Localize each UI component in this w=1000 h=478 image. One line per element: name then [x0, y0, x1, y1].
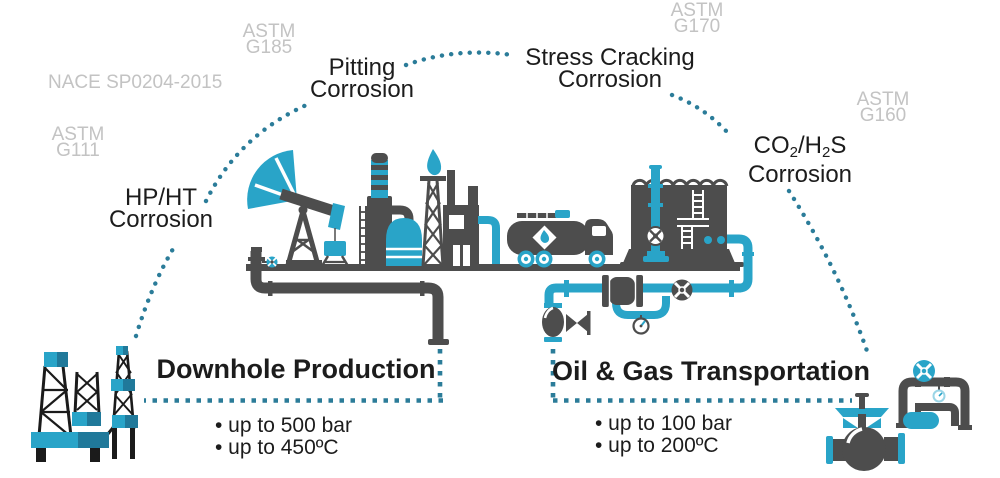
label-pitting-corrosion: Pitting Corrosion — [309, 54, 415, 103]
gate-valve-icon — [826, 393, 905, 471]
control-valve-icon — [542, 303, 591, 342]
pressure-gauge-icon — [632, 315, 650, 335]
corrosion-line: Corrosion — [309, 76, 415, 103]
pipeline-icon — [542, 234, 754, 342]
corrosion-line: Corrosion — [747, 161, 853, 188]
spec-bullet: • up to 450ºC — [215, 435, 339, 459]
standard-line: G170 — [673, 15, 721, 37]
tanker-truck-icon — [507, 210, 613, 268]
standard-astm-g185: ASTM G185 — [242, 21, 296, 58]
label-co2-h2s-corrosion: CO2/H2S Corrosion — [747, 132, 853, 188]
section-title-oil-gas-transportation: Oil & Gas Transportation — [551, 356, 871, 386]
teal-handwheel-icon — [913, 360, 935, 382]
standard-line: ASTM — [670, 0, 724, 21]
corrosion-line: Pitting — [328, 54, 396, 81]
inline-separator-icon — [602, 275, 643, 307]
dotted-arc-lines — [133, 50, 870, 403]
standard-nace-sp0204: NACE SP0204-2015 — [48, 72, 223, 93]
truck-wheels-icon — [517, 250, 606, 268]
valve-wheel-icon — [671, 279, 693, 301]
standard-line: ASTM — [242, 21, 296, 42]
teal-tank-icon — [903, 412, 939, 429]
spec-bullet: • up to 200ºC — [595, 433, 719, 457]
standard-line: ASTM — [856, 89, 910, 110]
riser-pipe-icon — [643, 165, 669, 262]
storage-dome-icon — [386, 218, 422, 266]
corrosion-line: HP/HT — [124, 184, 197, 211]
spec-bullet: • up to 100 bar — [595, 412, 732, 435]
pipe-frame-icon — [896, 360, 972, 430]
downhole-production-specs: • up to 500 bar • up to 450ºC — [215, 415, 352, 458]
storage-and-transport-illustration — [507, 165, 754, 342]
pumpjack-icon — [247, 150, 350, 267]
wellhead-pipeline-icon — [248, 247, 449, 345]
standard-line: NACE SP0204-2015 — [48, 72, 223, 93]
standard-astm-g160: ASTM G160 — [856, 89, 910, 126]
flame-icon — [427, 149, 442, 176]
standard-astm-g170: ASTM G170 — [670, 0, 724, 37]
rig-platform-blocks — [31, 346, 138, 448]
label-hpht-corrosion: HP/HT Corrosion — [108, 184, 214, 233]
pipeline-valve-station-illustration — [826, 360, 972, 471]
flare-tower-icon — [420, 149, 446, 267]
refinery-building-icon — [443, 170, 500, 266]
distillation-column-icon — [359, 153, 414, 266]
standard-line: ASTM — [51, 124, 105, 145]
standard-astm-g111: ASTM G111 — [51, 124, 105, 161]
standard-line: G111 — [56, 139, 100, 161]
small-gauge-icon — [932, 386, 946, 403]
corrosion-line: Corrosion — [108, 206, 214, 233]
label-stress-cracking-corrosion: Stress Cracking Corrosion — [525, 44, 695, 93]
oil-production-facility-illustration — [247, 149, 500, 345]
corrosion-formula-line: CO2/H2S — [753, 132, 847, 162]
standard-line: G185 — [245, 36, 293, 58]
corrosion-line: Stress Cracking — [525, 44, 695, 71]
standard-line: G160 — [859, 104, 907, 126]
offshore-drilling-rigs-illustration — [31, 346, 138, 462]
ground-line — [246, 264, 740, 271]
oil-gas-transportation-specs: • up to 100 bar • up to 200ºC — [595, 413, 732, 456]
storage-tank-icon — [620, 165, 744, 267]
corrosion-line: Corrosion — [557, 66, 663, 93]
spec-bullet: • up to 500 bar — [215, 414, 352, 437]
section-title-downhole-production: Downhole Production — [156, 354, 436, 384]
